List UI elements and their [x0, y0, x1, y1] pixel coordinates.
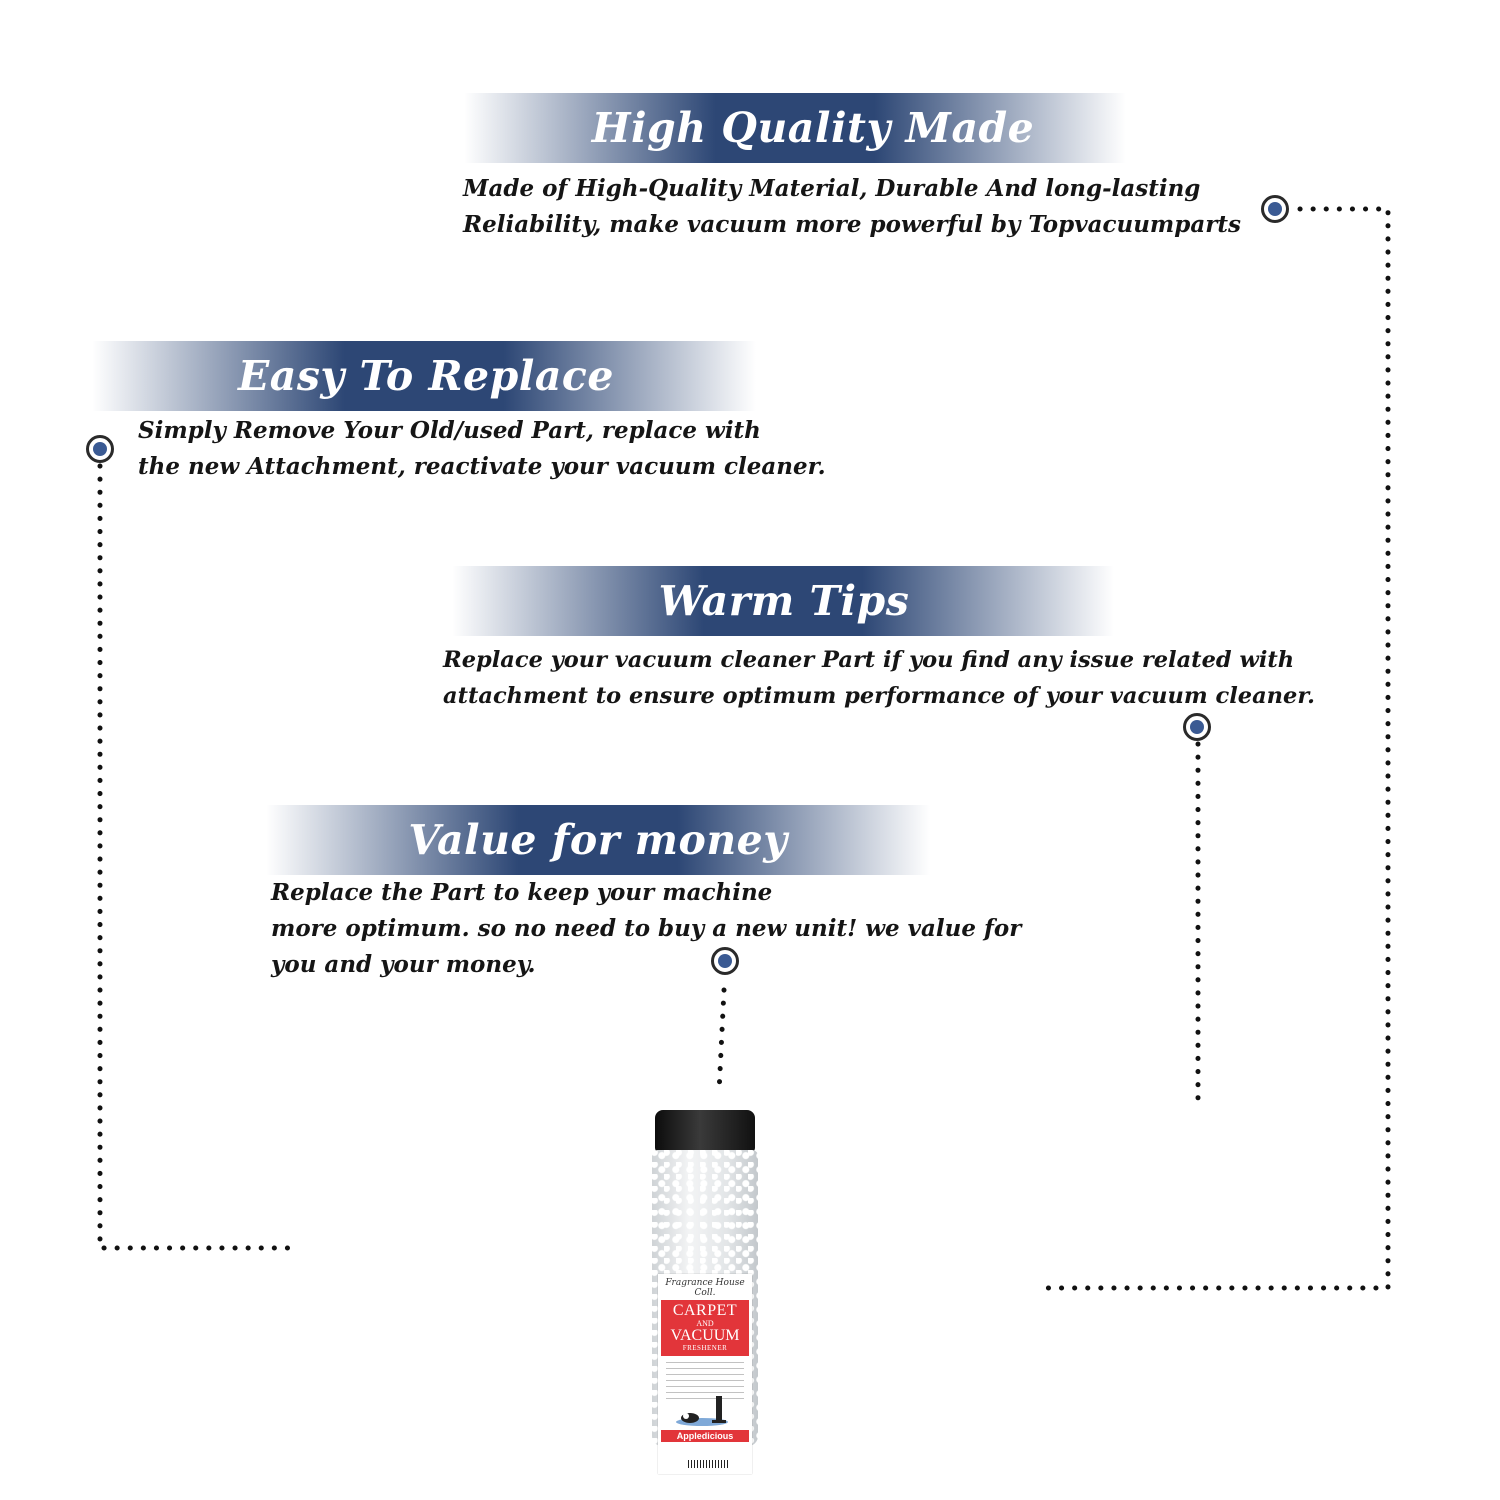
- marker-dot-icon: [711, 947, 739, 975]
- product-name-block: CARPET AND VACUUM FRESHENER: [661, 1300, 749, 1356]
- section-title: Value for money: [408, 816, 788, 864]
- section-title: Easy To Replace: [238, 352, 614, 400]
- description-line: Made of High-Quality Material, Durable A…: [463, 175, 1201, 202]
- connector-value-money: [716, 987, 727, 1095]
- jar-body: Fragrance House Coll. CARPET AND VACUUM …: [652, 1150, 758, 1474]
- banner-warm-tips: Warm Tips: [452, 566, 1114, 636]
- product-label: Fragrance House Coll. CARPET AND VACUUM …: [658, 1274, 752, 1474]
- section-description: Replace your vacuum cleaner Part if you …: [443, 642, 1315, 714]
- product-name-line: AND: [696, 1319, 714, 1328]
- description-line: the new Attachment, reactivate your vacu…: [138, 453, 826, 480]
- product-name-line: VACUUM: [670, 1327, 740, 1344]
- section-title: Warm Tips: [658, 577, 910, 625]
- section-description: Replace the Part to keep your machine mo…: [271, 875, 1021, 983]
- connector-high-quality: [1035, 206, 1391, 1291]
- label-fine-print: [666, 1362, 744, 1402]
- section-title: High Quality Made: [591, 104, 1035, 152]
- description-line: you and your money.: [271, 951, 536, 978]
- vacuum-cleaner-icon: [676, 1396, 728, 1426]
- description-line: Replace your vacuum cleaner Part if you …: [443, 647, 1295, 673]
- description-line: Replace the Part to keep your machine: [271, 879, 773, 906]
- description-line: Simply Remove Your Old/used Part, replac…: [138, 417, 761, 444]
- description-line: Reliability, make vacuum more powerful b…: [463, 211, 1241, 238]
- description-line: more optimum. so no need to buy a new un…: [271, 915, 1022, 942]
- section-description: Simply Remove Your Old/used Part, replac…: [138, 413, 826, 485]
- description-line: attachment to ensure optimum performance…: [443, 683, 1315, 709]
- jar-cap: [655, 1110, 755, 1152]
- banner-high-quality: High Quality Made: [464, 93, 1126, 163]
- product-name-line: CARPET: [672, 1302, 738, 1319]
- banner-value-money: Value for money: [266, 805, 930, 875]
- banner-easy-replace: Easy To Replace: [92, 341, 756, 411]
- brand-script: Fragrance House Coll.: [665, 1278, 745, 1298]
- connector-easy-replace: [97, 463, 301, 1251]
- marker-dot-icon: [1261, 195, 1289, 223]
- marker-dot-icon: [1183, 713, 1211, 741]
- scent-band: Appledicious: [661, 1430, 749, 1442]
- section-description: Made of High-Quality Material, Durable A…: [463, 171, 1241, 243]
- product-name-line: FRESHENER: [682, 1344, 728, 1352]
- product-image: Fragrance House Coll. CARPET AND VACUUM …: [652, 1110, 758, 1474]
- barcode-icon: [688, 1460, 728, 1468]
- marker-dot-icon: [86, 435, 114, 463]
